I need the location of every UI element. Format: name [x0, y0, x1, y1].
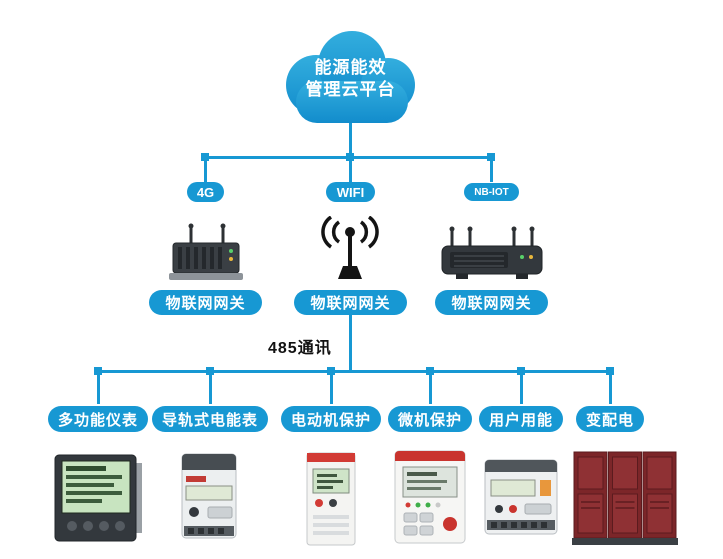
junction-dot-device-6: [606, 367, 614, 375]
cloud-platform-node: 能源能效 管理云平台: [268, 25, 433, 130]
junction-dot-device-4: [426, 367, 434, 375]
router-4g-icon: [169, 223, 243, 280]
connector-drop-device-1: [97, 373, 100, 404]
router-nbiot-image: [436, 226, 548, 289]
connector-drop-nbiot: [490, 159, 493, 182]
power-distribution-cabinet-image: [570, 446, 680, 553]
cloud-title: 能源能效 管理云平台: [268, 57, 433, 101]
junction-dot-device-2: [206, 367, 214, 375]
router-nbiot-icon: [441, 226, 543, 279]
microcomputer-protection-icon: [394, 450, 466, 544]
din-rail-meter-icon: [181, 453, 237, 539]
connector-drop-device-3: [330, 373, 333, 404]
device-node-din-rail-meter: 导轨式电能表: [152, 406, 268, 432]
bus-485-label: 485通讯: [268, 340, 332, 357]
user-energy-meter-image: [477, 454, 565, 545]
motor-protection-icon: [306, 452, 356, 546]
device-node-user-energy: 用户用能: [479, 406, 563, 432]
din-rail-meter-image: [172, 450, 246, 547]
connector-drop-device-2: [209, 373, 212, 404]
connector-drop-device-6: [609, 373, 612, 404]
wifi-antenna-image: [319, 215, 381, 289]
wifi-antenna-icon: [321, 215, 379, 279]
connector-gateway-to-bus: [349, 315, 352, 372]
device-node-power-distribution: 变配电: [576, 406, 644, 432]
motor-protection-image: [299, 449, 363, 554]
power-distribution-cabinet-icon: [572, 451, 678, 545]
multifunction-meter-image: [50, 447, 146, 552]
badge-wifi: WIFI: [326, 182, 375, 202]
connector-drop-device-4: [429, 373, 432, 404]
router-4g-image: [161, 221, 251, 290]
cloud-title-line2: 管理云平台: [305, 80, 396, 99]
cloud-title-line1: 能源能效: [314, 58, 387, 77]
connector-drop-device-5: [520, 373, 523, 404]
badge-4g: 4G: [187, 182, 224, 202]
junction-dot-device-1: [94, 367, 102, 375]
gateway-node-wifi: 物联网网关: [294, 290, 407, 315]
connector-drop-wifi: [349, 159, 352, 182]
device-node-motor-protection: 电动机保护: [281, 406, 381, 432]
multifunction-meter-icon: [54, 454, 142, 542]
device-node-multifunction-meter: 多功能仪表: [48, 406, 148, 432]
gateway-node-4g: 物联网网关: [149, 290, 262, 315]
junction-dot-device-3: [327, 367, 335, 375]
user-energy-meter-icon: [484, 459, 558, 535]
connector-drop-4g: [204, 159, 207, 182]
junction-dot-device-5: [517, 367, 525, 375]
connector-485-bus: [97, 370, 612, 373]
gateway-node-nbiot: 物联网网关: [435, 290, 548, 315]
device-node-microcomputer-protection: 微机保护: [388, 406, 472, 432]
junction-dot-4g: [201, 153, 209, 161]
cloud-icon: [286, 31, 415, 123]
junction-dot-wifi: [346, 153, 354, 161]
badge-nbiot: NB-IOT: [464, 183, 519, 201]
microcomputer-protection-image: [391, 447, 469, 552]
connector-cloud-drop: [349, 123, 352, 157]
junction-dot-nbiot: [487, 153, 495, 161]
